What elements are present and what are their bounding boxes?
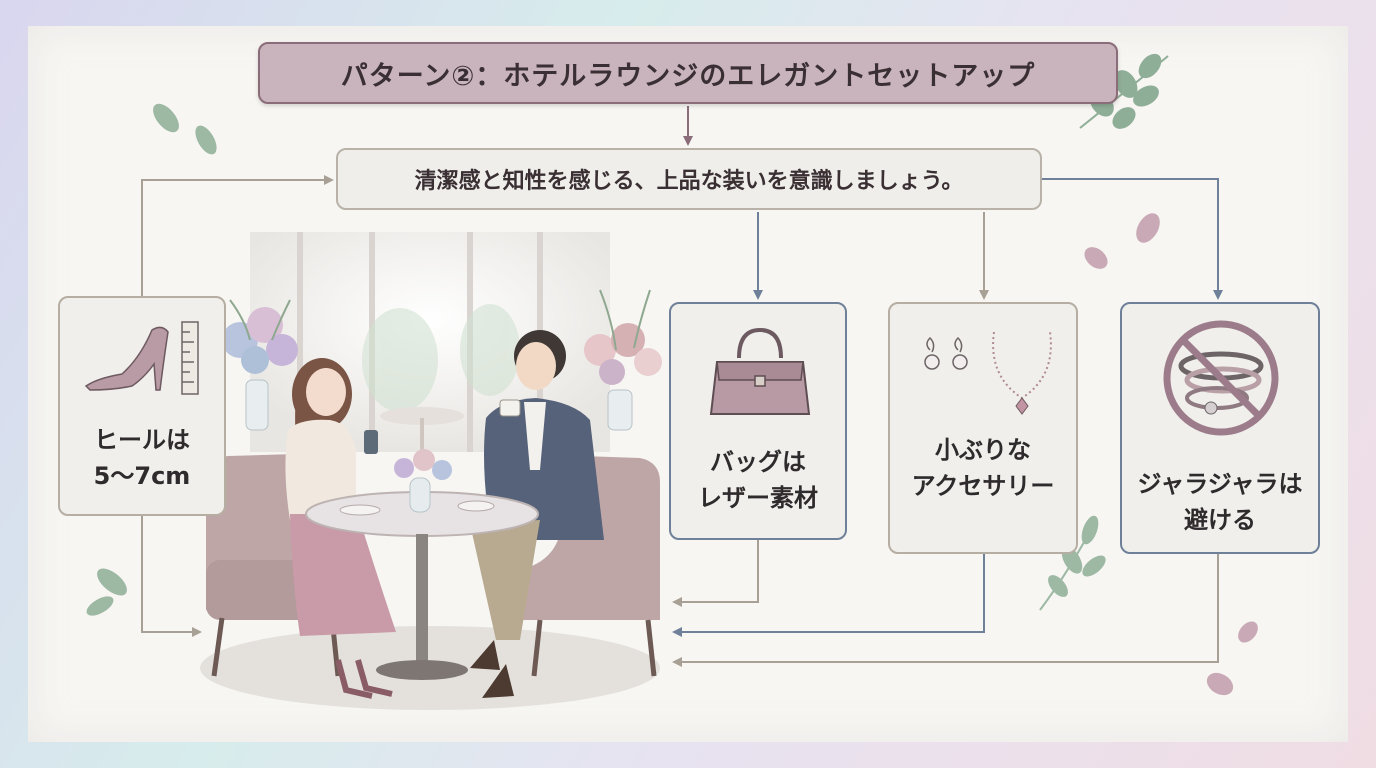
subtitle-box: 清潔感と知性を感じる、上品な装いを意識しましょう。	[336, 148, 1042, 210]
petal-decorations	[1084, 213, 1258, 696]
arrow-heel-to-subtitle	[141, 175, 334, 296]
card-bag: バッグは レザー素材	[669, 302, 847, 540]
arrow-accessory-to-illustration	[672, 554, 985, 637]
couple-in-hotel-lounge-illustration	[200, 232, 662, 710]
earrings-necklace-icon	[924, 331, 1052, 415]
card-heel-label: ヒールは 5〜7cm	[93, 426, 191, 490]
handbag-icon	[709, 327, 811, 415]
arrow-jara-to-illustration	[672, 554, 1219, 667]
high-heel-ruler-icon	[84, 321, 199, 395]
no-bracelets-icon	[1163, 320, 1279, 436]
card-accessory: 小ぶりな アクセサリー	[888, 302, 1078, 554]
card-heel: ヒールは 5〜7cm	[58, 296, 226, 516]
card-accessory-label: 小ぶりな アクセサリー	[911, 436, 1055, 500]
leaf-decoration-top-right	[1079, 53, 1169, 129]
card-jara: ジャラジャラは 避ける	[1120, 302, 1320, 554]
card-jara-label: ジャラジャラは 避ける	[1137, 470, 1303, 534]
leaf-decoration-bottom-left	[86, 568, 127, 616]
arrow-bag-to-illustration	[672, 540, 759, 607]
card-bag-label: バッグは レザー素材	[698, 448, 818, 512]
arrow-subtitle-to-jara	[1042, 178, 1223, 300]
arrow-heel-to-illustration	[141, 516, 202, 637]
leaf-decoration-top-left	[153, 103, 217, 155]
page-title: パターン②：ホテルラウンジのエレガントセットアップ	[258, 42, 1118, 104]
